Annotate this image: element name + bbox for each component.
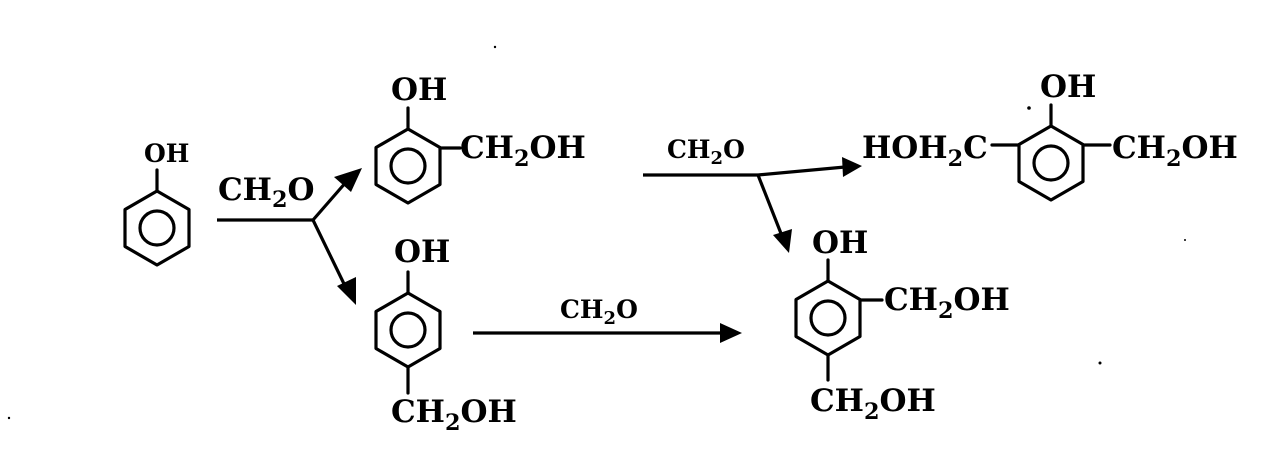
benzene-ring: [794, 279, 862, 357]
ortho-para-oh-label: OH: [812, 225, 868, 261]
ortho-hydroxymethylphenol: OH CH2OH: [374, 72, 586, 205]
reagent-label: CH2O: [667, 135, 745, 169]
benzene-ring: [123, 189, 191, 267]
ortho-para-ch2oh-label-2: CH2OH: [810, 383, 936, 425]
bis-ortho-ch2oh-label: CH2OH: [1112, 130, 1238, 172]
phenol-molecule: OH: [123, 139, 191, 267]
para-oh-label: OH: [394, 234, 450, 270]
arrowhead: [773, 229, 792, 253]
third-reaction-arrow: CH2O: [473, 295, 742, 343]
hoh2c-label: HOH2C: [862, 130, 988, 172]
benzene-ring: [374, 291, 442, 369]
benzene-ring: [374, 127, 442, 205]
phenol-oh-label: OH: [144, 139, 189, 168]
benzene-ring: [1017, 124, 1085, 202]
arrowhead: [842, 157, 862, 177]
reagent-label: CH2O: [560, 295, 638, 329]
bis-ortho-oh-label: OH: [1040, 69, 1096, 105]
ortho-oh-label: OH: [391, 72, 447, 108]
bis-ortho-hydroxymethylphenol: OH HOH2C CH2OH: [862, 69, 1238, 202]
scan-noise: [7, 45, 1186, 420]
ortho-para-bis-hydroxymethylphenol: OH CH2OH CH2OH: [794, 225, 1010, 425]
arrowhead: [720, 323, 742, 343]
arrowhead: [334, 168, 362, 192]
reagent-label: CH2O: [218, 172, 315, 213]
second-reaction-arrow: CH2O: [643, 135, 862, 253]
para-hydroxymethylphenol: OH CH2OH: [374, 234, 517, 436]
first-reaction-arrow: CH2O: [217, 168, 362, 305]
ortho-ch2oh-label: CH2OH: [460, 130, 586, 172]
para-ch2oh-label: CH2OH: [391, 394, 517, 436]
ortho-para-ch2oh-label-1: CH2OH: [884, 282, 1010, 324]
arrowhead: [337, 277, 356, 305]
